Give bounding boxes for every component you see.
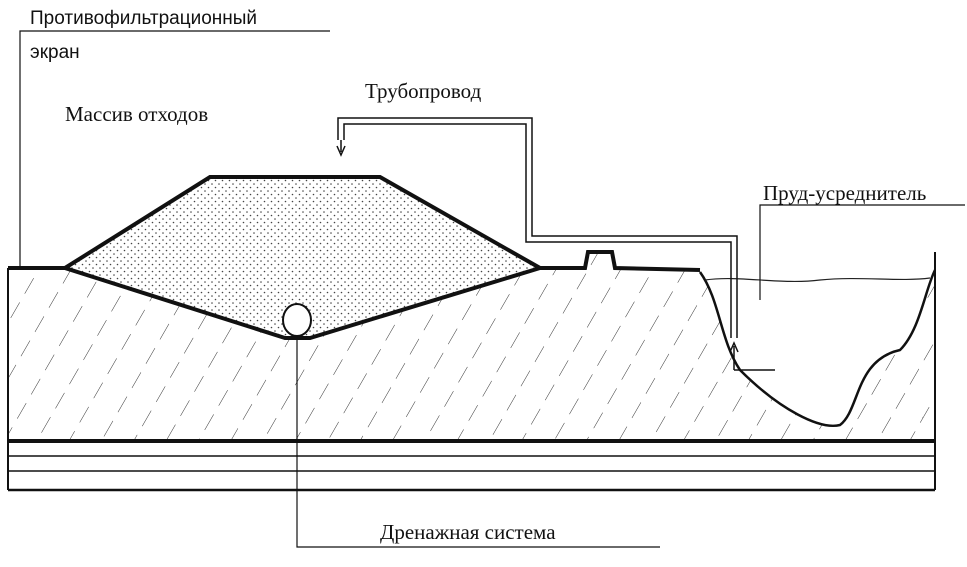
outlet-arrow-icon <box>336 140 346 157</box>
pond-leader <box>759 204 965 300</box>
intake-arrow-icon <box>729 341 775 371</box>
drainage-leader <box>296 336 660 548</box>
label-pipeline: Трубопровод <box>365 79 482 103</box>
label-waste: Массив отходов <box>65 102 208 126</box>
label-pond: Пруд-усреднитель <box>763 181 926 205</box>
ground-surface <box>8 250 701 272</box>
pond-bed <box>698 269 937 427</box>
label-screen-line1: Противофильтрационный <box>30 8 257 29</box>
label-drainage: Дренажная система <box>380 520 556 544</box>
screen-leader <box>19 30 330 268</box>
pipeline <box>337 117 738 338</box>
pond-water-line <box>704 277 931 283</box>
drain-pipe <box>282 303 312 337</box>
label-screen-line2: экран <box>30 42 80 63</box>
